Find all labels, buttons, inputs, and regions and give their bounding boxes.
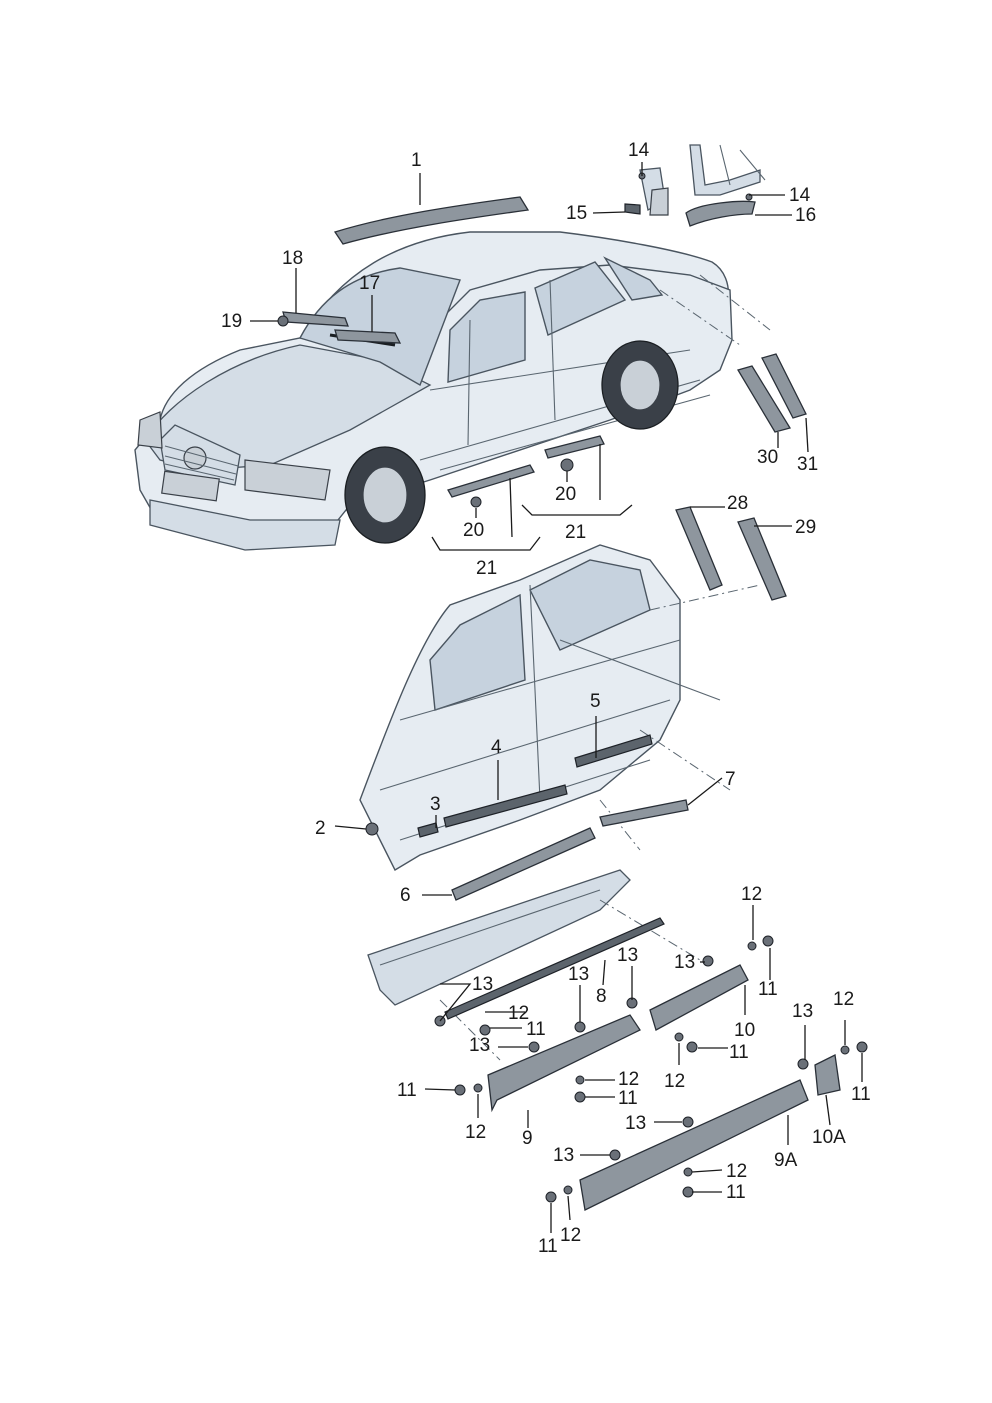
door-side-illustration <box>359 544 761 871</box>
part-10 <box>649 964 749 1031</box>
label-20-left: 20 <box>463 520 484 541</box>
label-13-a: 13 <box>472 974 493 995</box>
part-6 <box>451 827 596 901</box>
label-13-h: 13 <box>553 1145 574 1166</box>
label-11-h: 11 <box>851 1084 871 1105</box>
sedan-illustration <box>134 231 771 551</box>
label-13-f: 13 <box>792 1001 813 1022</box>
label-13-b: 13 <box>568 964 589 985</box>
sill-illustration <box>367 869 701 1061</box>
fastener-clips <box>434 935 868 1203</box>
label-9A: 9A <box>774 1150 798 1171</box>
label-11-d: 11 <box>618 1088 638 1109</box>
label-11-a: 11 <box>758 979 778 1000</box>
label-17: 17 <box>359 273 380 294</box>
label-29: 29 <box>795 517 816 538</box>
label-21-left: 21 <box>476 558 497 579</box>
part-2-clip <box>365 822 379 836</box>
label-12-h: 12 <box>560 1225 581 1246</box>
pillar-detail <box>624 144 766 227</box>
label-11-f: 11 <box>726 1182 746 1203</box>
part-5 <box>574 734 653 768</box>
label-13-e: 13 <box>469 1035 490 1056</box>
label-12-g: 12 <box>726 1161 747 1182</box>
label-1: 1 <box>411 150 422 171</box>
label-28: 28 <box>727 493 748 514</box>
label-11-b: 11 <box>526 1019 546 1040</box>
part-20-left <box>470 496 482 508</box>
label-12-d: 12 <box>664 1071 685 1092</box>
label-18: 18 <box>282 248 303 269</box>
part-9A <box>579 1079 809 1211</box>
part-1-roof-molding <box>333 196 530 245</box>
part-19-clip <box>277 315 289 327</box>
part-21-right <box>544 435 605 459</box>
label-12-a: 12 <box>741 884 762 905</box>
part-10A <box>814 1054 841 1096</box>
label-12-e: 12 <box>618 1069 639 1090</box>
label-15: 15 <box>566 203 587 224</box>
part-4 <box>443 784 568 828</box>
part-28 <box>675 506 723 591</box>
label-13-c: 13 <box>617 945 638 966</box>
leader-lines <box>250 162 863 1233</box>
label-8: 8 <box>596 986 607 1007</box>
part-31 <box>761 353 807 419</box>
label-13-d: 13 <box>674 952 695 973</box>
part-7 <box>599 799 689 827</box>
label-10: 10 <box>734 1020 755 1041</box>
label-6: 6 <box>400 885 411 906</box>
label-16: 16 <box>795 205 816 226</box>
part-17 <box>334 329 402 344</box>
part-29 <box>737 517 787 601</box>
label-7: 7 <box>725 769 736 790</box>
label-13-g: 13 <box>625 1113 646 1134</box>
label-20-right: 20 <box>555 484 576 505</box>
label-5: 5 <box>590 691 601 712</box>
label-19: 19 <box>221 311 242 332</box>
label-30: 30 <box>757 447 778 468</box>
part-9 <box>487 1014 641 1113</box>
label-9: 9 <box>522 1128 533 1149</box>
label-12-f: 12 <box>465 1122 486 1143</box>
label-31: 31 <box>797 454 818 475</box>
part-20-right <box>560 458 574 472</box>
part-30 <box>737 365 792 433</box>
label-14-top: 14 <box>628 140 650 161</box>
label-11-c: 11 <box>729 1042 749 1063</box>
callout-labels: 1 14 14 15 16 18 17 19 30 31 20 20 21 21… <box>221 140 871 1257</box>
label-2: 2 <box>315 818 326 839</box>
label-4: 4 <box>491 737 502 758</box>
label-12-c: 12 <box>833 989 854 1010</box>
part-3 <box>417 822 439 838</box>
label-10A: 10A <box>812 1127 846 1148</box>
label-14-right: 14 <box>789 185 811 206</box>
label-11-e: 11 <box>397 1080 417 1101</box>
label-21-right: 21 <box>565 522 586 543</box>
part-8-strip <box>444 917 665 1020</box>
part-21-left <box>447 464 535 498</box>
label-3: 3 <box>430 794 441 815</box>
label-11-g: 11 <box>538 1236 558 1257</box>
label-12-b: 12 <box>508 1003 529 1024</box>
